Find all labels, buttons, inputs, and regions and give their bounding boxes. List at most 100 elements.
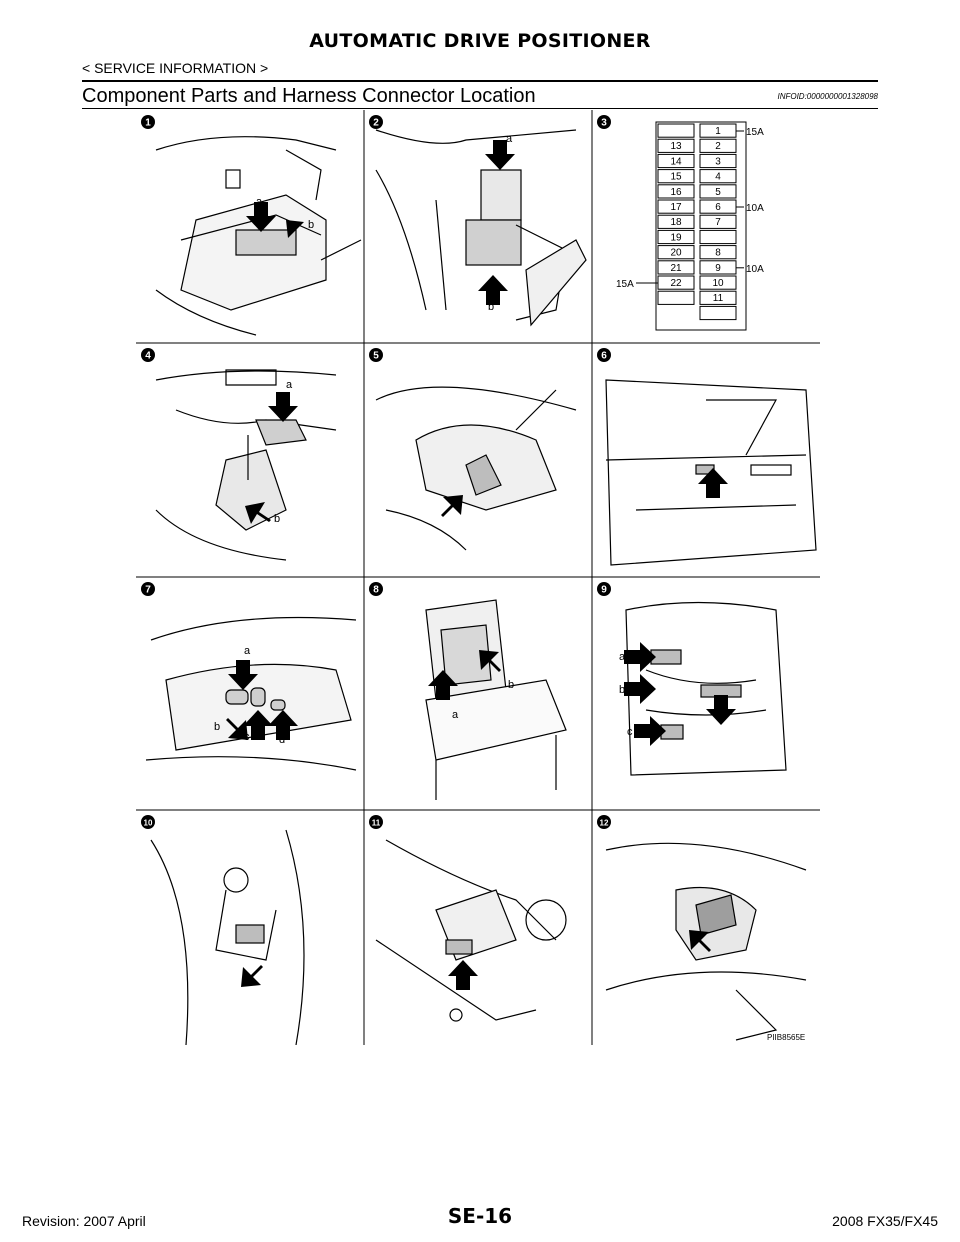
callout-letter: a <box>286 379 293 391</box>
panel-number-marker <box>141 115 155 129</box>
panel-number-marker <box>369 115 383 129</box>
fuse-cell <box>657 260 695 275</box>
panel-1-illustration <box>155 136 362 336</box>
fuse-number: 20 <box>670 248 682 259</box>
fuse-cell <box>657 214 695 229</box>
fuse-cell <box>657 138 695 153</box>
fuse-rating: 10A <box>746 264 764 275</box>
callout-letter: b <box>308 219 314 231</box>
fuse-number: 4 <box>715 172 721 183</box>
fuse-cell <box>657 184 695 199</box>
panel-12-illustration <box>605 842 807 1041</box>
fuse-number: 11 <box>713 293 724 304</box>
fuse-number: 14 <box>670 156 682 167</box>
panel-number-marker <box>141 582 155 596</box>
panel-9-arrows <box>624 642 736 746</box>
panel-number-marker <box>141 348 155 362</box>
panel-number: 2 <box>373 118 379 129</box>
fuse-cell <box>699 290 737 305</box>
panel-number: 12 <box>600 819 609 828</box>
panel-2-illustration <box>375 129 587 327</box>
panel-number: 3 <box>601 118 607 129</box>
panel-4-arrows <box>245 392 298 524</box>
fuse-cell <box>657 199 695 214</box>
figure-code: PIIB8565E <box>767 1033 806 1042</box>
page-number: SE-16 <box>447 1204 513 1228</box>
fuse-number: 21 <box>670 263 682 274</box>
callout-letter: b <box>274 513 280 525</box>
panel-5-arrows <box>441 495 463 517</box>
panel-10-illustration <box>150 829 305 1045</box>
panel-number-marker <box>597 582 611 596</box>
panel-10-arrows <box>241 965 263 987</box>
panel-8-arrows <box>428 650 501 700</box>
fuse-number: 13 <box>670 141 682 152</box>
fuse-cell <box>699 138 737 153</box>
fuse-number: 1 <box>715 126 721 137</box>
panel-number-marker <box>369 815 383 829</box>
panel-number-marker <box>369 582 383 596</box>
fuse-number: 3 <box>715 156 721 167</box>
fuse-cell <box>657 290 695 305</box>
panel-number-marker <box>597 115 611 129</box>
panel-grid <box>136 110 820 1045</box>
panel-number-marker <box>141 815 155 829</box>
fuse-number: 22 <box>670 278 682 289</box>
panel-3-fuse-block: 12345678910111314151617181920212215A10A1… <box>616 121 764 331</box>
fuse-rating: 15A <box>746 127 764 138</box>
panel-7-illustration <box>145 616 357 771</box>
panel-number: 5 <box>373 351 379 362</box>
fuse-block-frame <box>655 121 747 331</box>
revision: Revision: 2007 April <box>22 1213 146 1229</box>
panel-number: 10 <box>144 819 153 828</box>
panel-6-illustration <box>605 379 817 566</box>
header-rule <box>82 80 878 82</box>
info-id: INFOID:0000000001328098 <box>777 92 878 101</box>
fuse-cell <box>699 305 737 321</box>
callout-letter: d <box>279 734 285 746</box>
panel-number-marker <box>597 815 611 829</box>
panel-11-arrows <box>448 960 478 990</box>
fuse-number: 18 <box>670 217 682 228</box>
fuse-cell <box>657 229 695 245</box>
panel-9-illustration <box>625 601 787 776</box>
callout-letter: a <box>619 651 626 663</box>
fuse-cell <box>699 245 737 260</box>
panel-1-arrows <box>246 202 306 240</box>
fuse-cell <box>699 214 737 229</box>
fuse-cell <box>699 153 737 169</box>
fuse-cell <box>699 229 737 245</box>
callout-letter: b <box>488 301 494 313</box>
callout-letter: c <box>627 726 633 738</box>
panel-number: 1 <box>145 118 151 129</box>
fuse-rating: 15A <box>616 279 634 290</box>
callout-letter: a <box>506 133 513 145</box>
panel-number: 9 <box>601 585 607 596</box>
fuse-number: 19 <box>670 232 682 243</box>
panel-number: 4 <box>145 351 151 362</box>
model-name: 2008 FX35/FX45 <box>832 1213 938 1229</box>
panel-5-illustration <box>375 386 577 551</box>
section-rule <box>82 108 878 109</box>
fuse-number: 2 <box>715 141 721 152</box>
component-location-figure: 12345678910111314151617181920212215A10A1… <box>136 110 820 1045</box>
breadcrumb: < SERVICE INFORMATION > <box>82 60 269 76</box>
panel-11-illustration <box>375 839 567 1022</box>
fuse-rating: 10A <box>746 203 764 214</box>
callout-letter: a <box>452 709 459 721</box>
panel-number: 7 <box>145 585 151 596</box>
fuse-cell <box>699 184 737 199</box>
callout-letter: b <box>619 684 625 696</box>
panel-12-arrows <box>689 930 711 952</box>
fuse-number: 10 <box>712 278 724 289</box>
fuse-number: 15 <box>670 172 682 183</box>
fuse-number: 6 <box>715 202 721 213</box>
page-title: AUTOMATIC DRIVE POSITIONER <box>309 30 651 52</box>
panel-number-marker <box>597 348 611 362</box>
fuse-cell <box>699 275 737 290</box>
panel-7-arrows <box>226 660 298 740</box>
fuse-cell <box>657 245 695 260</box>
callout-letter: a <box>256 196 263 208</box>
fuse-number: 17 <box>670 202 682 213</box>
